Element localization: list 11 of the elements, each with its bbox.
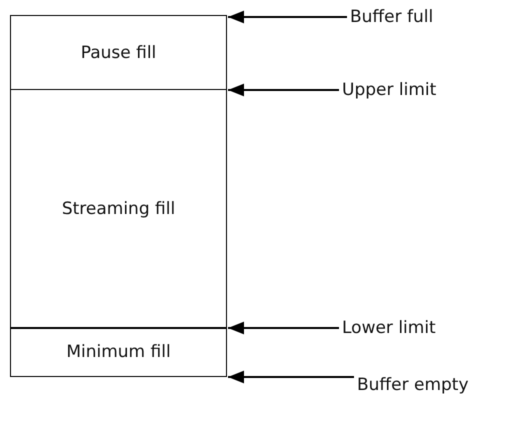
leader-arrow: [228, 10, 347, 24]
level-label: Buffer full: [350, 7, 434, 27]
level-label: Buffer empty: [357, 375, 469, 395]
leader-arrow: [228, 322, 339, 334]
level-label: Lower limit: [342, 318, 436, 338]
buffer-section: Streaming fill: [10, 88, 227, 328]
leader-arrow: [228, 84, 339, 96]
leader-arrow: [228, 370, 354, 384]
buffer-section: Minimum fill: [10, 327, 227, 377]
level-label: Upper limit: [342, 80, 436, 100]
buffer-section: Pause fill: [10, 15, 227, 90]
